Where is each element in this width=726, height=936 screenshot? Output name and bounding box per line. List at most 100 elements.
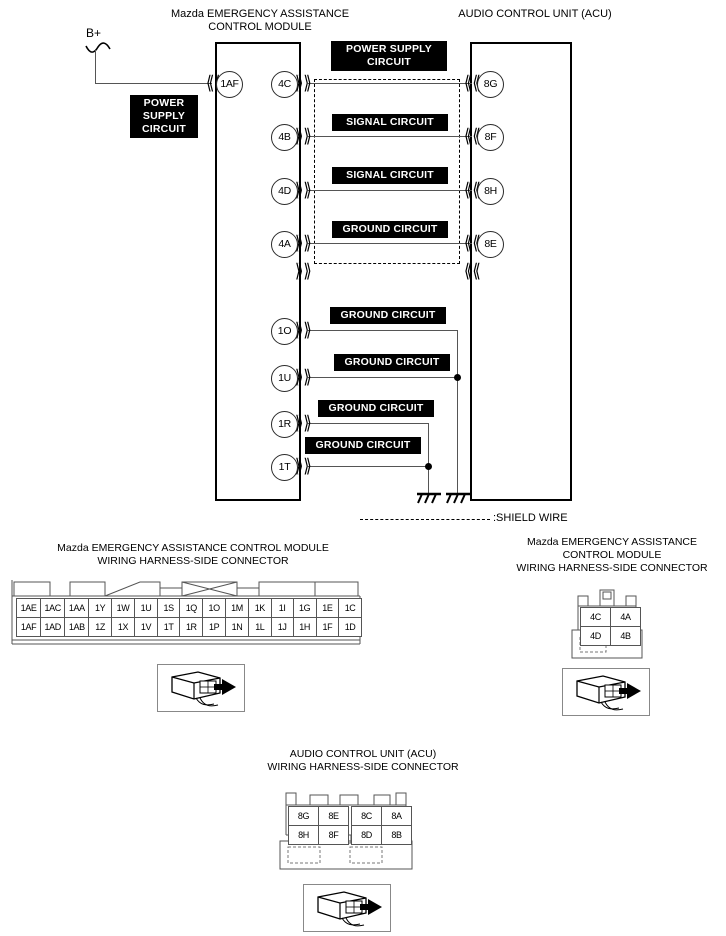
ground-trunk-a [428, 423, 429, 494]
table-row: 8C 8A [351, 806, 412, 826]
pin-cell: 8F [318, 825, 349, 845]
wire-1R [308, 423, 429, 424]
shield-wire-legend-label: :SHIELD WIRE [493, 512, 568, 524]
pin-cell: 1AF [15, 617, 42, 637]
connector-plug-illustration-module-24pin [157, 664, 245, 712]
pin-8F: 8F [477, 124, 504, 151]
pin-cell: 1F [315, 617, 340, 637]
pin-cell: 1O [202, 598, 227, 618]
ground-symbol-a-icon [417, 492, 441, 504]
pin-cell: 1Q [179, 598, 204, 618]
wire-1O [308, 330, 458, 331]
pin-cell: 8B [381, 825, 412, 845]
wire-4C-8G [308, 83, 472, 84]
connector-caption-module-24pin: Mazda EMERGENCY ASSISTANCE CONTROL MODUL… [57, 542, 329, 567]
circuit-label-signal-1: SIGNAL CIRCUIT [332, 114, 448, 131]
connector-chevron-4C: ⟫⟫ [295, 71, 312, 95]
pin-cell: 1N [225, 617, 250, 637]
pin-1AF: 1AF [216, 71, 243, 98]
wire-4A-8E [308, 243, 472, 244]
connector-chevron-4D: ⟫⟫ [295, 178, 312, 202]
ground-trunk-b [457, 330, 458, 494]
pin-cell: 8D [351, 825, 382, 845]
pin-cell: 4B [610, 626, 641, 646]
pin-4D: 4D [271, 178, 298, 205]
pin-cell: 1J [270, 617, 294, 637]
connector-module-4pin-pin-table: 4C 4A 4D 4B [580, 607, 641, 646]
pin-1O: 1O [271, 318, 298, 345]
connector-plug-illustration-module-4pin [562, 668, 650, 716]
pin-cell: 1H [292, 617, 317, 637]
connector-chevron-8E: ⟪⟪ [464, 231, 481, 255]
pin-cell: 1U [134, 598, 158, 618]
pin-8E: 8E [477, 231, 504, 258]
connector-module-24pin-shell-icon [11, 580, 361, 645]
pin-cell: 8G [288, 806, 319, 826]
pin-cell: 1AD [40, 617, 66, 637]
circuit-label-signal-2: SIGNAL CIRCUIT [332, 167, 448, 184]
pin-1U: 1U [271, 365, 298, 392]
wire-1T [308, 466, 429, 467]
pin-cell: 1Z [88, 617, 112, 637]
pin-cell: 1I [270, 598, 294, 618]
connector-caption-acu-8pin: AUDIO CONTROL UNIT (ACU) WIRING HARNESS-… [267, 748, 459, 773]
pin-cell: 1AE [15, 598, 42, 618]
table-row: 8H 8F [288, 825, 349, 845]
pin-cell: 1AB [64, 617, 90, 637]
connector-module-4pin: 4C 4A 4D 4B [570, 586, 656, 669]
connector-plug-illustration-acu-8pin [303, 884, 391, 932]
connector-chevron-1R: ⟫⟫ [295, 411, 312, 435]
shield-wire-legend-line [360, 519, 490, 520]
circuit-label-ground-1T: GROUND CIRCUIT [305, 437, 421, 454]
battery-positive-label: B+ [86, 26, 102, 40]
connector-acu-8pin-pin-table-left: 8G 8E 8H 8F [288, 806, 349, 845]
connector-chevron-1U: ⟫⟫ [295, 365, 312, 389]
acu-title: AUDIO CONTROL UNIT (ACU) [458, 8, 612, 20]
pin-cell: 8E [318, 806, 349, 826]
pin-cell: 1X [110, 617, 136, 637]
pin-cell: 1Y [88, 598, 112, 618]
plug-with-arrow-icon [576, 675, 641, 711]
connector-chevron-8H: ⟪⟪ [464, 178, 481, 202]
pin-cell: 1AC [40, 598, 66, 618]
connector-module-24pin-pin-table: 1AE 1AC 1AA 1Y 1W 1U 1S 1Q 1O 1M 1K 1I 1… [15, 598, 362, 637]
connector-caption-module-4pin: Mazda EMERGENCY ASSISTANCE CONTROL MODUL… [516, 536, 708, 574]
pin-cell: 1K [248, 598, 272, 618]
emergency-assistance-control-module-box [215, 42, 301, 501]
connector-chevron-4A: ⟫⟫ [295, 231, 312, 255]
pin-cell: 8A [381, 806, 412, 826]
pin-cell: 8H [288, 825, 319, 845]
pin-cell: 1W [110, 598, 136, 618]
ground-symbol-b-icon [446, 492, 470, 504]
pin-cell: 4C [580, 607, 611, 627]
connector-chevron-4B: ⟫⟫ [295, 124, 312, 148]
circuit-label-ground-shield: GROUND CIRCUIT [332, 221, 448, 238]
pin-1R: 1R [271, 411, 298, 438]
pin-cell: 4D [580, 626, 611, 646]
table-row: 4D 4B [580, 626, 641, 646]
pin-cell: 8C [351, 806, 382, 826]
power-supply-source-label: POWER SUPPLY CIRCUIT [130, 95, 198, 138]
pin-cell: 1M [225, 598, 250, 618]
module-title: Mazda EMERGENCY ASSISTANCE CONTROL MODUL… [170, 8, 350, 33]
pin-4A: 4A [271, 231, 298, 258]
pin-cell: 1D [338, 617, 362, 637]
pin-8G: 8G [477, 71, 504, 98]
connector-chevron-8F: ⟪⟪ [464, 124, 481, 148]
pin-cell: 1L [248, 617, 272, 637]
battery-wire-vertical [95, 50, 96, 83]
connector-chevron-shield-drain-right: ⟪⟪ [464, 259, 481, 283]
pin-cell: 1P [202, 617, 227, 637]
circuit-label-ground-1U: GROUND CIRCUIT [334, 354, 450, 371]
connector-module-24pin: 1AE 1AC 1AA 1Y 1W 1U 1S 1Q 1O 1M 1K 1I 1… [10, 574, 362, 655]
connector-chevron-shield-drain-left: ⟫⟫ [295, 259, 312, 283]
wire-1U [308, 377, 458, 378]
pin-cell: 1S [156, 598, 181, 618]
circuit-label-ground-1R: GROUND CIRCUIT [318, 400, 434, 417]
table-row: 4C 4A [580, 607, 641, 627]
pin-8H: 8H [477, 178, 504, 205]
shield-wire-boundary [314, 79, 460, 264]
connector-acu-8pin: 8G 8E 8H 8F 8C 8A 8D 8B [278, 785, 418, 876]
connector-chevron-1O: ⟫⟫ [295, 318, 312, 342]
pin-1T: 1T [271, 454, 298, 481]
